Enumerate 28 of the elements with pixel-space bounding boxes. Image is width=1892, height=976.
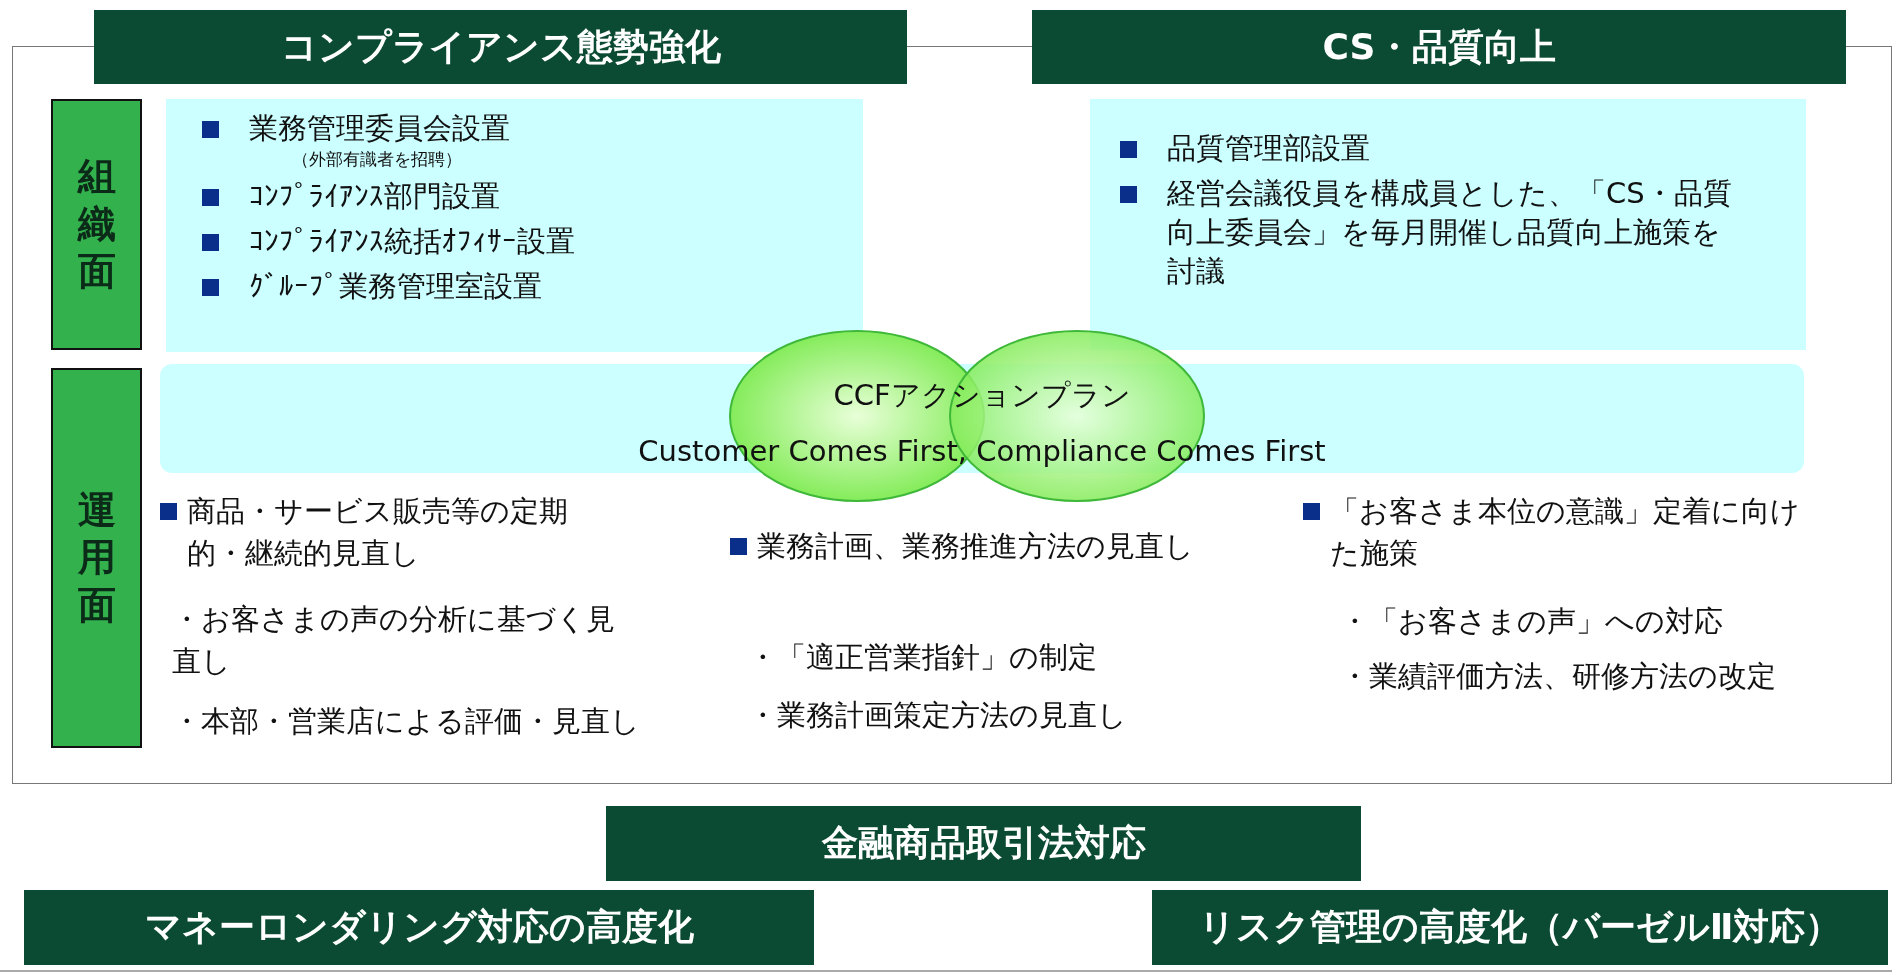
plan-title: CCFアクションプラン [832,377,1132,414]
measure-text: 品質管理部設置 [1167,130,1370,167]
measure-text: ・業務計画策定方法の見直し [748,697,1128,734]
category-box [51,368,142,748]
measure-text: ・業績評価方法、研修方法の改定 [1340,658,1777,695]
measure-text: ｺﾝﾌﾟﾗｲｱﾝｽ部門設置 [249,178,500,216]
measure-text: ｸﾞﾙｰﾌﾟ業務管理室設置 [249,268,542,306]
topic-bar: 金融商品取引法対応 [606,806,1361,881]
measure-text: 経営会議役員を構成員とした、「CS・品質向上委員会」を毎月開催し品質向上施策を討議 [1167,175,1733,291]
category-box [51,99,142,350]
category-label: 組織面 [76,153,117,296]
measure-text: 業務管理委員会設置 [249,110,510,147]
measure-text: ・お客さまの声の分析に基づく見直し [172,601,616,681]
note-text: （外部有識者を招聘） [292,148,463,172]
measure-text: ｺﾝﾌﾟﾗｲｱﾝｽ統括ｵﾌｨｻｰ設置 [249,223,575,261]
header-bar: コンプライアンス態勢強化 [94,10,907,84]
measure-text: 商品・サービス販売等の定期的・継続的見直し [187,493,569,573]
measure-text: ・「お客さまの声」への対応 [1340,603,1724,640]
measure-text: 「お客さま本位の意識」定着に向けた施策 [1330,493,1801,573]
category-label: 運用面 [76,486,117,629]
topic-bar: リスク管理の高度化（バーゼルⅡ対応） [1152,890,1888,965]
measure-text: ・「適正営業指針」の制定 [748,639,1098,676]
measure-text: 業務計画、業務推進方法の見直し [757,528,1194,565]
topic-bar: マネーロンダリング対応の高度化 [24,890,814,965]
measures-panel [166,99,863,352]
header-bar: CS・品質向上 [1032,10,1846,84]
measures-panel [1090,99,1806,350]
measure-text: ・本部・営業店による評価・見直し [172,703,641,740]
